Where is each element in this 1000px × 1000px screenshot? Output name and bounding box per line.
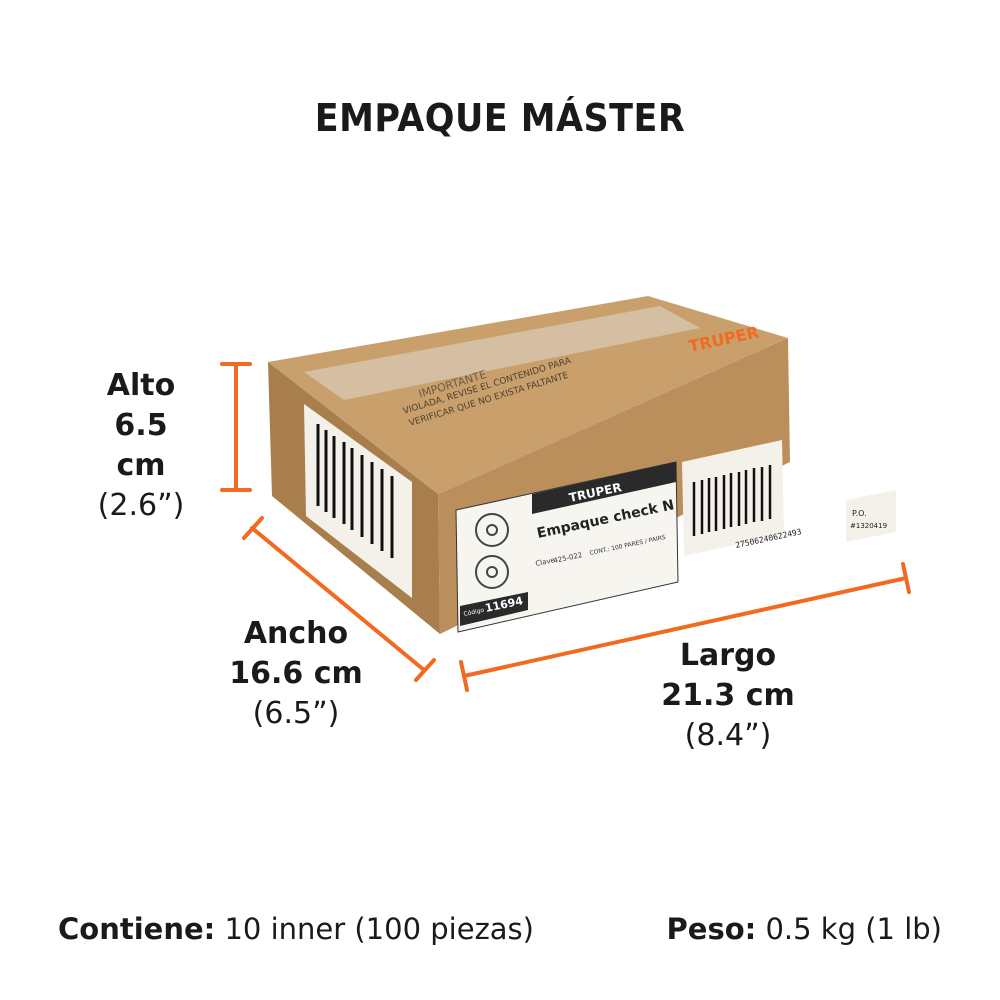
width-imperial: (6.5”): [252, 696, 340, 731]
width-dimension: Ancho 16.6 cm (6.5”): [228, 614, 364, 734]
product-label-header: [532, 462, 676, 514]
po-number: #1320419: [850, 522, 887, 530]
contents-value: 10 inner (100 piezas): [215, 912, 534, 946]
po-label: [846, 490, 896, 542]
length-dimension-line: [459, 562, 911, 692]
front-barcode: [692, 465, 772, 536]
label-codigo-bar: [460, 592, 528, 626]
length-imperial: (8.4”): [684, 718, 772, 753]
length-label: Largo: [679, 638, 777, 673]
height-dimension: Alto 6.5 cm (2.6”): [86, 366, 196, 526]
contents-info: Contiene: 10 inner (100 piezas): [58, 912, 534, 946]
height-metric: 6.5 cm: [114, 408, 168, 483]
washer-icon-2-hole: [486, 566, 498, 578]
front-barcode-label: [682, 440, 784, 556]
height-imperial: (2.6”): [97, 488, 185, 523]
box-tape: [304, 306, 700, 400]
page-title: EMPAQUE MÁSTER: [314, 96, 686, 140]
width-metric: 16.6 cm: [229, 656, 363, 691]
product-label: [455, 461, 679, 633]
left-barcode-label: [304, 404, 412, 598]
washer-icon-2: [475, 555, 509, 589]
box-top-face: [268, 296, 788, 494]
width-label: Ancho: [243, 616, 349, 651]
po-label-text: P.O.: [852, 509, 867, 518]
width-dimension-line: [242, 516, 436, 682]
height-dimension-line: [220, 362, 252, 492]
label-clave-label: Clave: [535, 556, 556, 568]
weight-label: Peso:: [666, 912, 757, 946]
weight-info: Peso: 0.5 kg (1 lb): [667, 912, 942, 946]
length-dimension: Largo 21.3 cm (8.4”): [660, 636, 796, 756]
contents-label: Contiene:: [58, 912, 216, 946]
weight-value: 0.5 kg (1 lb): [756, 912, 942, 946]
length-metric: 21.3 cm: [661, 678, 795, 713]
label-codigo-label: Código: [463, 607, 485, 618]
washer-icon-hole: [486, 524, 498, 536]
height-label: Alto: [106, 368, 176, 403]
left-barcode: [316, 424, 394, 558]
washer-icon: [475, 513, 509, 547]
